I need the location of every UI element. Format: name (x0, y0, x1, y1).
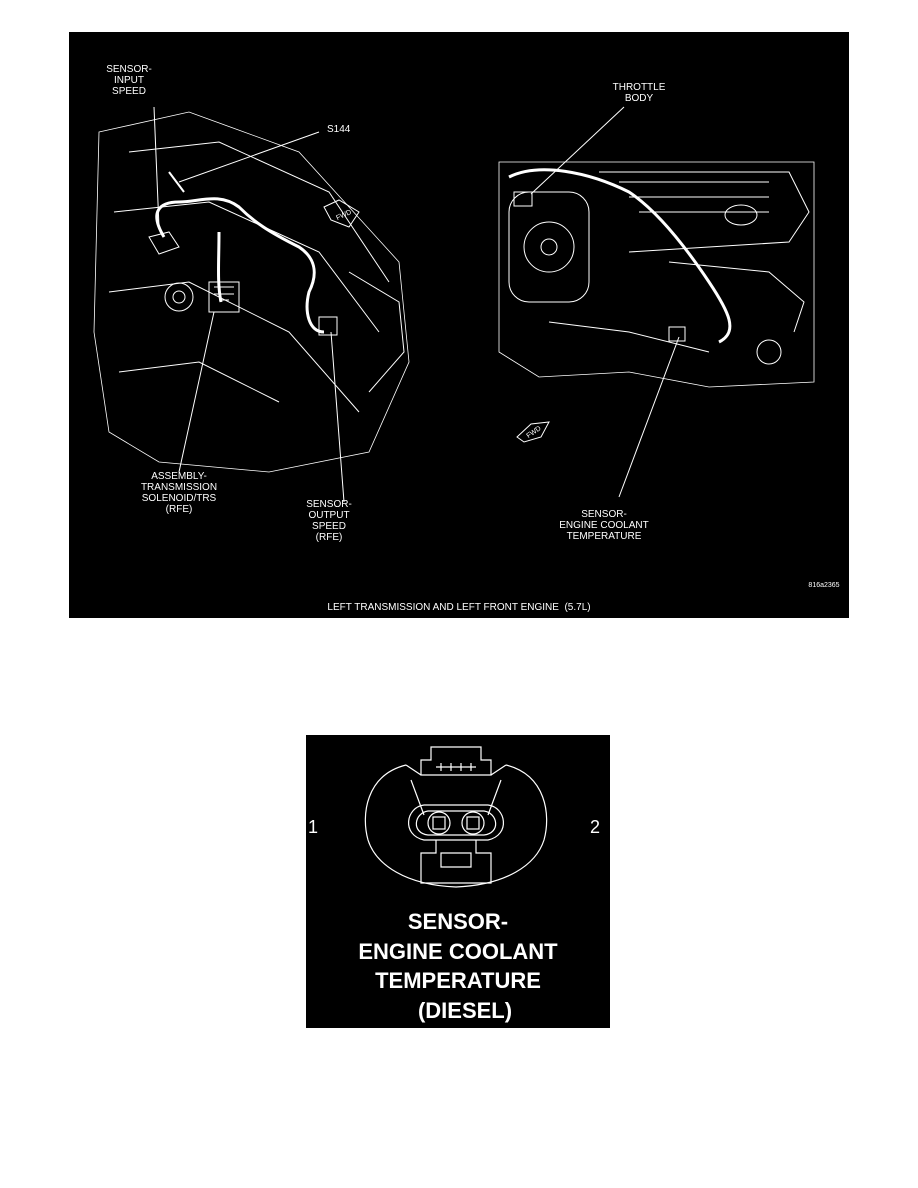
connector-diagram-panel: 1 2 SENSOR- ENGINE COOLANT TEMPERATURE (… (306, 735, 610, 1028)
title-line-1: SENSOR- (407, 909, 509, 934)
top-diagram-panel: SENSOR- INPUT SPEED S144 THROTTLE BODY A… (69, 32, 849, 618)
title-line-4: (DIESEL) (417, 998, 513, 1023)
figure-id: 816a2365 (808, 582, 840, 589)
pin-2-label: 2 (590, 817, 601, 837)
pin-1-label: 1 (308, 817, 319, 837)
sensor-input-speed-label: SENSOR- INPUT SPEED (106, 64, 152, 97)
assembly-transmission-solenoid-label: ASSEMBLY- TRANSMISSION SOLENOID/TRS (RFE… (140, 471, 218, 515)
title-line-3: TEMPERATURE (375, 968, 541, 993)
sensor-output-speed-label: SENSOR- OUTPUT SPEED (RFE) (306, 499, 352, 543)
s144-label: S144 (327, 124, 351, 135)
connector-outline-illustration (364, 746, 548, 888)
sensor-engine-coolant-temperature-label: SENSOR- ENGINE COOLANT TEMPERATURE (559, 509, 649, 542)
title-line-2: ENGINE COOLANT (358, 939, 558, 964)
engine-transmission-illustration (93, 106, 815, 503)
throttle-body-label: THROTTLE BODY (612, 82, 666, 104)
figure-caption: LEFT TRANSMISSION AND LEFT FRONT ENGINE … (327, 602, 591, 613)
